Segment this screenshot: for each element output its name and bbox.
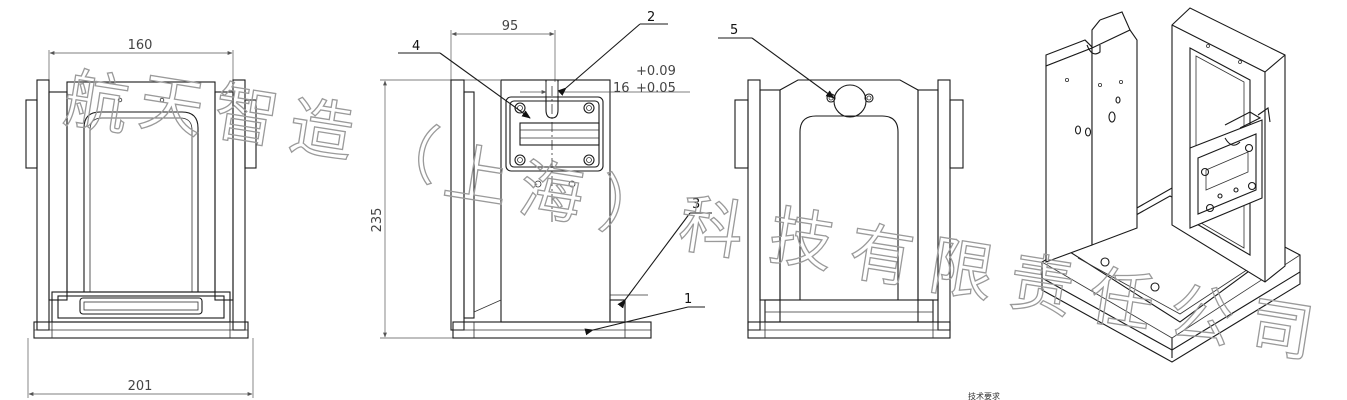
watermark-char-0: 航	[59, 62, 134, 145]
watermark-char-10: 有	[844, 215, 919, 298]
balloon-1: 1	[584, 292, 705, 336]
watermark-char-12: 责	[1004, 245, 1079, 328]
balloon-5: 5	[718, 23, 835, 99]
front-view: 160 201	[25, 38, 257, 398]
watermark-char-9: 技	[764, 199, 839, 282]
balloon-3-label: 3	[692, 197, 700, 212]
dim-tol-upper: +0.09	[636, 64, 676, 79]
rear-view	[734, 79, 964, 339]
balloon-2: 2	[557, 10, 668, 96]
watermark-char-8: 科	[674, 187, 749, 270]
dim-tol-lower: +0.05	[636, 81, 676, 96]
watermark-char-3: 造	[284, 89, 359, 172]
isometric-view	[1041, 7, 1301, 363]
watermark-char-4: （	[369, 112, 444, 195]
watermark-char-15: 司	[1244, 289, 1319, 372]
watermark-char-1: 天	[134, 65, 209, 148]
balloon-3: 3	[617, 197, 712, 309]
dim-width-top: 160	[128, 38, 153, 53]
watermark-char-11: 限	[924, 229, 999, 312]
balloon-1-label: 1	[684, 292, 692, 307]
watermark-char-13: 任	[1084, 259, 1159, 342]
dim-height: 235	[370, 208, 385, 233]
dim-width-bottom: 201	[128, 379, 153, 394]
watermark-char-6: 海	[514, 152, 589, 235]
footer-text: 技术要求	[968, 391, 1000, 400]
balloon-5-label: 5	[730, 23, 738, 38]
dim-slot-width: 16	[613, 81, 630, 96]
watermark-char-14: 公	[1164, 275, 1239, 358]
watermark-char-7: ）	[594, 167, 669, 250]
balloon-4: 4	[398, 39, 531, 119]
dim-offset: 95	[502, 19, 519, 34]
company-watermark: 航 天 智 造 （ 上 海 ） 科 技 有 限 责 任 公 司	[58, 62, 1319, 373]
balloon-4-label: 4	[412, 39, 420, 54]
watermark-char-2: 智	[209, 75, 284, 158]
balloon-2-label: 2	[647, 10, 655, 25]
watermark-char-5: 上	[439, 135, 514, 218]
